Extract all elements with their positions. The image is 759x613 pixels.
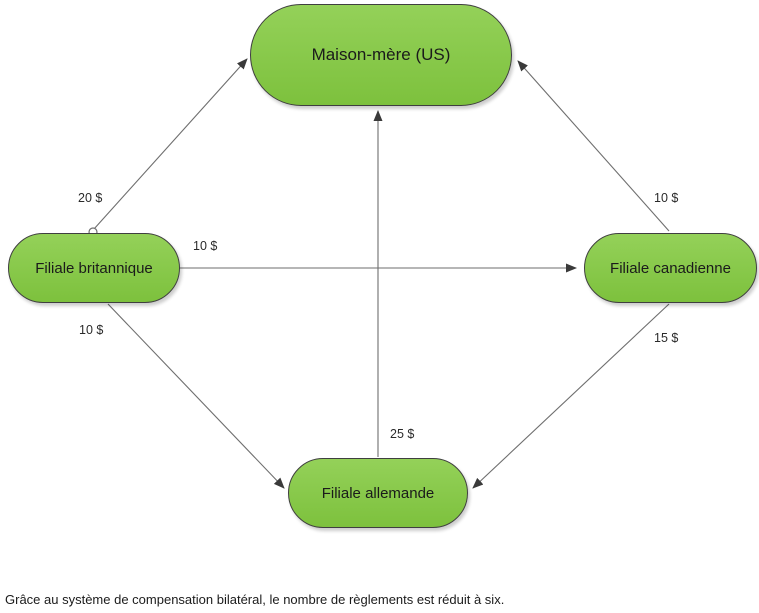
- node-label: Filiale britannique: [35, 259, 153, 277]
- edge-amount-allemande-maison-mere: 25 $: [390, 427, 415, 441]
- node-filiale-canadienne: Filiale canadienne: [584, 233, 757, 303]
- arrow-canadienne-to-maison-mere: [517, 60, 670, 232]
- arrow-britannique-to-allemande: [107, 303, 285, 489]
- edge-amount-britannique-maison-mere: 20 $: [78, 191, 103, 205]
- edge-amount-canadienne-allemande: 15 $: [654, 331, 679, 345]
- node-label: Filiale canadienne: [610, 259, 731, 277]
- arrow-britannique-to-maison-mere: [93, 58, 248, 230]
- edge-amount-britannique-canadienne: 10 $: [193, 239, 218, 253]
- edge-amount-canadienne-maison-mere: 10 $: [654, 191, 679, 205]
- node-label: Maison-mère (US): [311, 45, 451, 64]
- node-filiale-allemande: Filiale allemande: [288, 458, 468, 528]
- node-maison-mere: Maison-mère (US): [250, 4, 512, 106]
- node-filiale-britannique: Filiale britannique: [8, 233, 180, 303]
- node-label: Filiale allemande: [321, 484, 435, 502]
- edge-amount-britannique-allemande: 10 $: [79, 323, 104, 337]
- diagram-caption: Grâce au système de compensation bilatér…: [5, 592, 505, 607]
- arrow-canadienne-to-allemande: [472, 303, 670, 489]
